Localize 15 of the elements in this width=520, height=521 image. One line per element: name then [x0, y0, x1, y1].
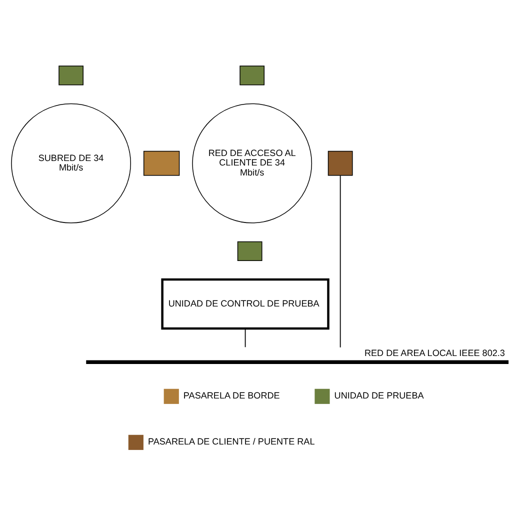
connector [244, 328, 246, 348]
node-box [143, 150, 180, 176]
node-circle: SUBRED DE 34 Mbit/s [11, 102, 132, 223]
connector [340, 174, 341, 348]
node-circle: RED DE ACCESO AL CLIENTE DE 34 Mbit/s [192, 102, 312, 223]
node-box [237, 240, 262, 260]
node-box: UNIDAD DE CONTROL DE PRUEBA [161, 278, 330, 330]
legend-label: PASARELA DE BORDE [183, 390, 280, 400]
legend-label: PASARELA DE CLIENTE / PUENTE RAL [148, 436, 315, 446]
node-box [58, 65, 84, 85]
node-label: RED DE AREA LOCAL IEEE 802.3 [364, 348, 505, 358]
node-box [240, 65, 265, 85]
node-box [86, 360, 509, 364]
legend-label: UNIDAD DE PRUEBA [334, 390, 424, 400]
node-box [328, 150, 353, 176]
